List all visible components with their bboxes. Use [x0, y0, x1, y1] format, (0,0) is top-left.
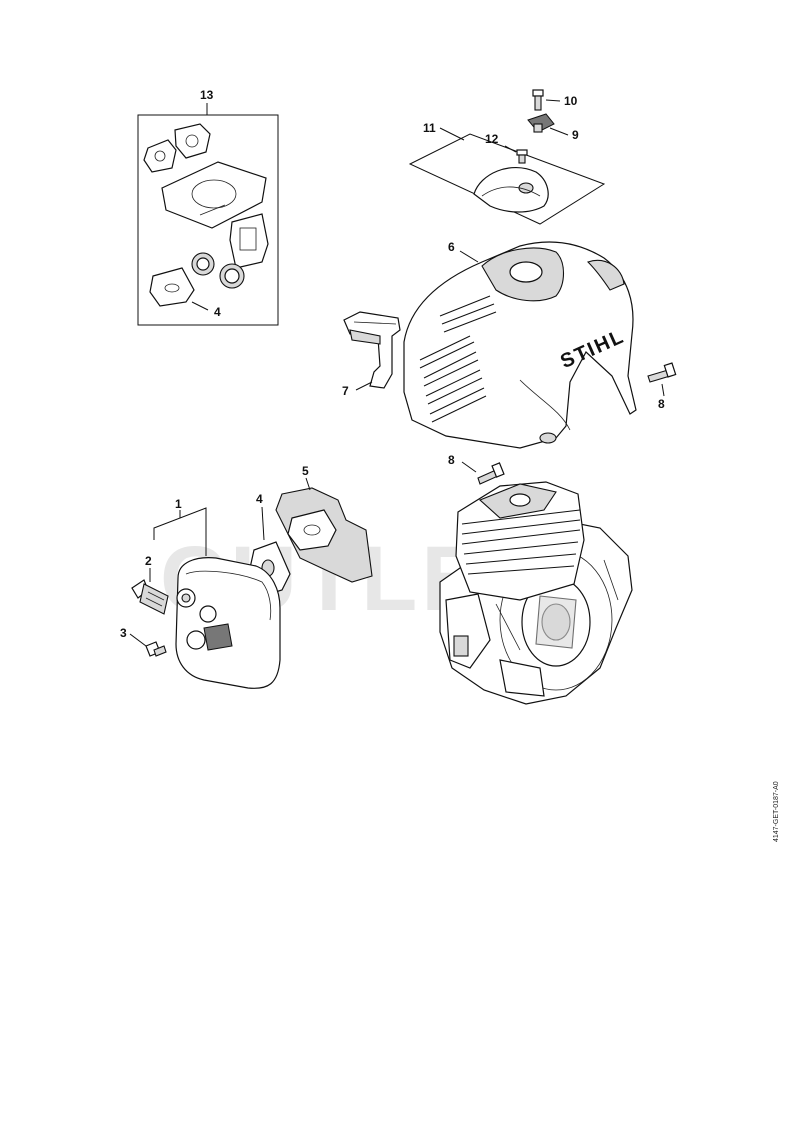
- top-cap-group: 10 9 11 12: [408, 89, 606, 225]
- callout-5: 5: [302, 464, 309, 478]
- callout-7: 7: [342, 384, 349, 398]
- engine-block-group: [439, 481, 633, 705]
- engine-shroud-icon: [403, 241, 637, 449]
- screw-12-icon: [516, 149, 528, 156]
- gasket-rect-icon: [229, 213, 269, 269]
- callout-9: 9: [572, 128, 579, 142]
- gasket-set-box: [137, 114, 279, 326]
- callout-10: 10: [564, 94, 578, 108]
- shroud-vents: [419, 295, 497, 423]
- gasket-cylinder-icon: [161, 161, 267, 229]
- screw-3-group: 3: [120, 626, 167, 657]
- callout-1: 1: [175, 497, 182, 511]
- muffler-group: 1: [153, 497, 281, 689]
- screw-8-lower-group: 8: [448, 453, 505, 485]
- cylinder-icon: [455, 481, 585, 601]
- callout-4-top: 4: [214, 305, 221, 319]
- gasket-set-group: 13 4: [137, 88, 279, 326]
- muffler-1-icon: [175, 557, 281, 689]
- document-id: 4147-GET-0187-A0: [773, 781, 780, 842]
- callout-12: 12: [485, 132, 499, 146]
- spark-arrestor-group: 2: [131, 554, 169, 615]
- screw-10-icon: [532, 89, 544, 97]
- screw-8-right-group: 8: [647, 362, 677, 411]
- callout-8-right: 8: [658, 397, 665, 411]
- engine-shroud-group: STIHL 6: [403, 240, 637, 449]
- callout-2: 2: [145, 554, 152, 568]
- callout-4-lower: 4: [256, 492, 263, 506]
- top-cap-icon: [473, 167, 549, 213]
- callout-3: 3: [120, 626, 127, 640]
- cylinder-fins: [461, 509, 581, 575]
- heat-shield-group: 5: [275, 464, 373, 583]
- gasket-flange-icon: [174, 123, 211, 159]
- gasket-intake-icon: [143, 139, 177, 173]
- bracket-group: 7: [342, 311, 401, 398]
- gasket-muffler-icon: [149, 267, 195, 307]
- callout-6: 6: [448, 240, 455, 254]
- callout-11: 11: [423, 121, 436, 135]
- callout-13: 13: [200, 88, 214, 102]
- callout-8-lower: 8: [448, 453, 455, 467]
